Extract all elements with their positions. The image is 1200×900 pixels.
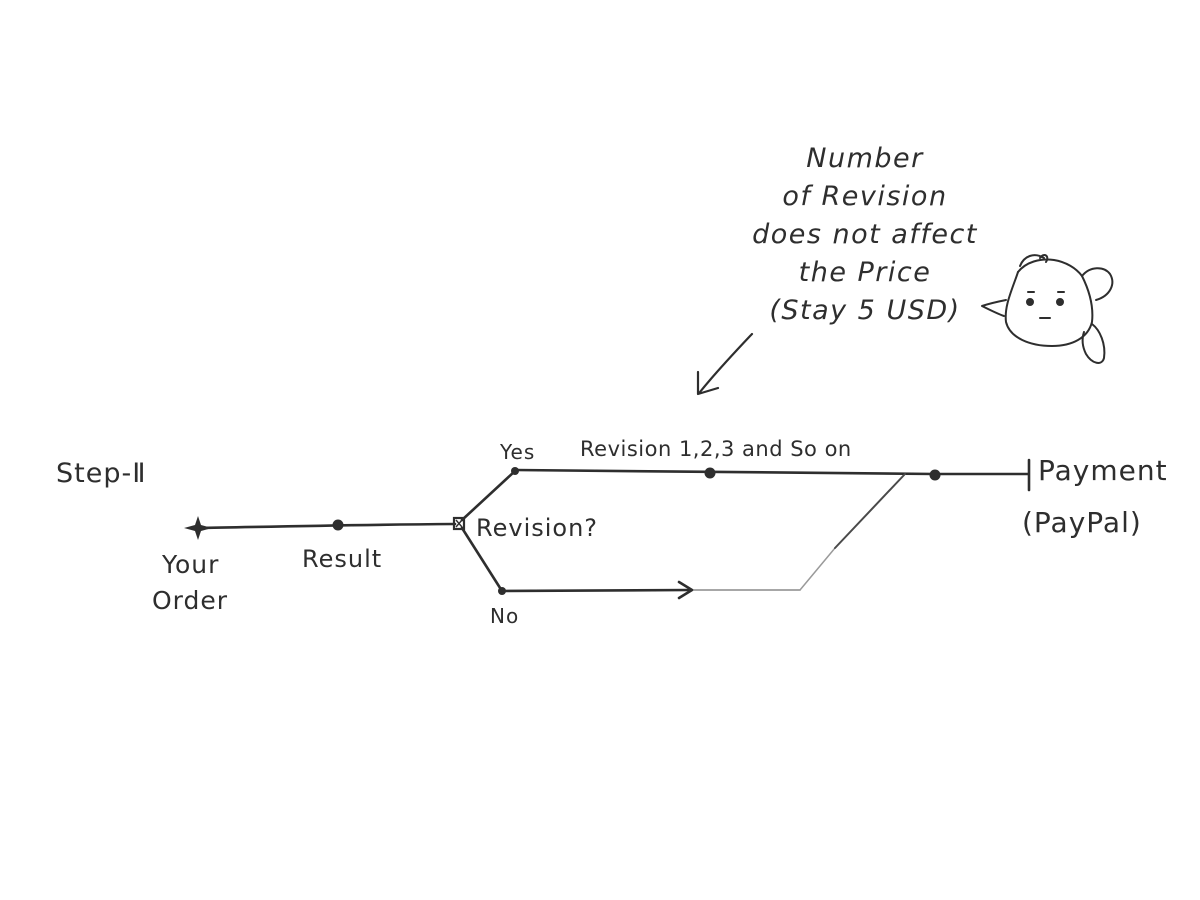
price-note-line: (Stay 5 USD): [769, 295, 961, 326]
no-branch-arrowhead: [677, 580, 694, 600]
note-arrow-head: [696, 370, 720, 396]
no-branch-line: [460, 526, 504, 593]
decision-square: [452, 516, 466, 531]
no-horizontal-line: [500, 588, 692, 593]
no-branch-label: No: [490, 604, 520, 628]
price-note-line: the Price: [798, 257, 932, 288]
yes-dot: [511, 467, 519, 475]
revision-dot: [704, 467, 716, 479]
step-label: Step-Ⅱ: [56, 458, 147, 489]
decision-label: Revision?: [476, 514, 599, 542]
price-note-line: of Revision: [782, 181, 948, 212]
rejoin-line: [799, 547, 836, 591]
start-star-icon: [184, 516, 212, 540]
mascot-icon: [981, 254, 1114, 364]
decision-square-hatch: [455, 519, 463, 528]
start-label-line1: Your: [162, 550, 220, 579]
price-note: Number of Revision does not affect the P…: [745, 140, 985, 330]
yes-branch-line: [460, 469, 517, 522]
revision-line: [513, 468, 937, 476]
payment-method-label: (PayPal): [1022, 506, 1142, 539]
price-note-line: Number: [806, 143, 924, 174]
revision-note-label: Revision 1,2,3 and So on: [580, 437, 852, 461]
no-dot: [498, 587, 506, 595]
note-arrow-shaft: [698, 332, 754, 394]
start-label-line2: Order: [152, 586, 229, 615]
payment-label: Payment: [1038, 454, 1168, 487]
merge-dot: [929, 469, 941, 481]
yes-branch-label: Yes: [500, 440, 536, 464]
result-dot: [332, 519, 344, 531]
rejoin-line-dark: [834, 473, 906, 549]
result-label: Result: [302, 545, 383, 573]
order-to-decision-line: [196, 522, 457, 530]
price-note-line: does not affect: [752, 219, 978, 250]
